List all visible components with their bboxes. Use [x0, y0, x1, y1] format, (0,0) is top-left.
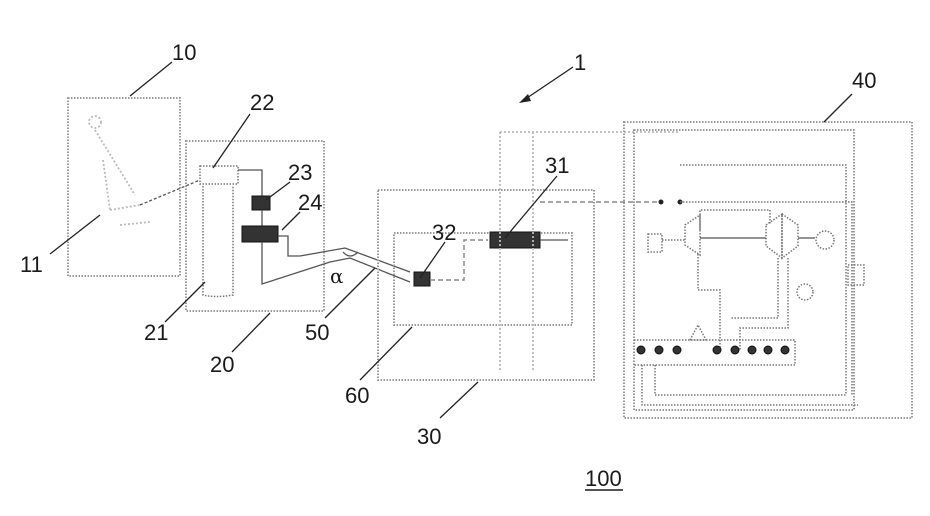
power-block	[623, 121, 913, 419]
pump-7	[763, 345, 773, 355]
pump-4	[712, 345, 722, 355]
leader-30	[439, 381, 479, 419]
triangle-component-icon	[688, 323, 708, 341]
pump-icon	[796, 283, 814, 301]
turbine-icon-3	[781, 212, 799, 260]
pump-1	[636, 345, 646, 355]
generator-icon	[815, 230, 835, 250]
arrow-1-head	[519, 94, 531, 103]
component-24-icon	[241, 225, 279, 243]
receiver-icon	[199, 165, 239, 185]
power-block-frame	[623, 121, 913, 419]
label-23: 23	[288, 160, 312, 185]
turbine-icon-2	[765, 212, 783, 260]
label-22: 22	[250, 90, 274, 115]
label-60: 60	[345, 383, 369, 408]
pump-2	[654, 345, 664, 355]
pipe-lower	[329, 257, 411, 283]
pump-3	[672, 345, 682, 355]
label-31: 31	[545, 153, 569, 178]
pump-row	[636, 345, 790, 355]
figure-reference-100: 100	[585, 466, 622, 491]
component-23-icon	[251, 195, 271, 211]
heliostat-icon	[88, 115, 201, 226]
leader-21	[164, 281, 206, 323]
angle-arc	[342, 251, 359, 257]
storage-unit-frame	[377, 189, 595, 381]
pipe-upper	[299, 247, 411, 273]
heat-exchanger-icon	[647, 233, 663, 253]
label-50: 50	[305, 320, 329, 345]
power-block-inner-loop	[633, 129, 855, 411]
label-24: 24	[298, 190, 322, 215]
receiver-unit-block	[185, 140, 331, 312]
label-21: 21	[144, 320, 168, 345]
receiver-unit-frame	[185, 140, 325, 312]
leader-10	[129, 61, 173, 97]
label-30: 30	[417, 424, 441, 449]
pump-6	[747, 345, 757, 355]
leader-24	[281, 211, 301, 231]
angle-alpha-label: α	[330, 264, 344, 288]
label-32: 32	[432, 220, 456, 245]
leader-lines	[49, 61, 853, 419]
label-40: 40	[852, 68, 876, 93]
junction-dot-1	[658, 199, 664, 205]
component-32-icon	[413, 271, 431, 287]
leader-32	[419, 241, 446, 279]
leader-22	[212, 113, 251, 169]
leader-11	[49, 214, 101, 255]
solar-field-block	[67, 97, 201, 277]
label-system-1: 1	[574, 50, 586, 75]
leader-50	[324, 267, 376, 319]
leader-60	[359, 326, 413, 381]
valve-icon	[847, 264, 865, 286]
pump-8	[780, 345, 790, 355]
reference-labels: 10 11 20 21 22 23 24 30 31 32 40 50 60 α…	[20, 40, 876, 491]
turbine-icon-1	[684, 213, 701, 257]
leader-40	[823, 93, 853, 123]
leader-20	[231, 312, 271, 353]
connection-pipe	[299, 247, 411, 283]
label-10: 10	[172, 40, 196, 65]
arrow-1-shaft	[520, 66, 574, 103]
leader-23	[265, 181, 291, 201]
label-11: 11	[20, 252, 43, 277]
label-20: 20	[210, 352, 234, 377]
solar-field-frame	[67, 97, 181, 277]
pump-5	[730, 345, 740, 355]
storage-unit-block	[377, 131, 680, 381]
leader-31	[504, 175, 558, 239]
tower-icon	[202, 186, 234, 298]
